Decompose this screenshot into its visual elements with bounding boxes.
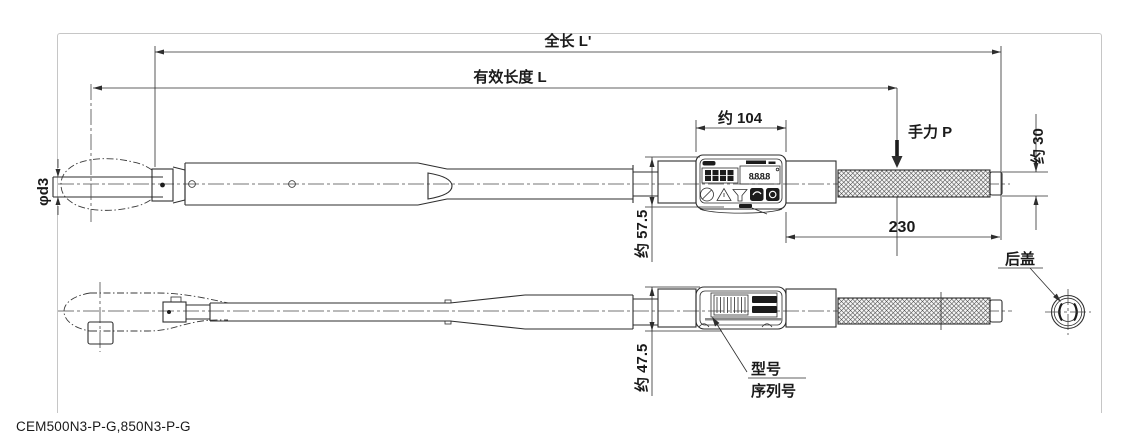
label-module [695,286,787,330]
housing-notches [698,323,773,328]
power-button-icon [766,188,780,201]
left-collar-bottom [657,288,697,328]
square-drive [87,321,114,345]
dim-hand-force-label: 手力 P [908,123,952,141]
housing-seam [751,207,768,215]
display-panel [699,158,783,204]
top-view: 8.8.8.8 [52,154,1010,215]
callout-model-label: 型号 [751,360,781,378]
lcd-left-window [701,167,739,184]
beam-hole-1 [188,180,196,188]
display-housing-lip [699,208,783,214]
dim-d3-arrow-top [55,169,61,177]
right-collar [785,160,837,204]
product-model-caption: CEM500N3-P-G,850N3-P-G [16,419,191,434]
beam-outline [184,162,634,206]
panel-text-mark-2 [768,161,776,164]
coupling-nut [172,166,186,204]
end-cap-bottom [989,299,1003,323]
beam-pin-bottom [444,320,452,325]
head-coupling-square [151,168,174,202]
label-strip [705,318,782,321]
left-collar [657,160,697,204]
label-window [710,292,778,318]
lcd-right-window [739,165,781,185]
dim-spigot-diameter-label: φd3 [35,178,52,206]
callout-rear-cover-label: 后盖 [1005,250,1035,268]
display-module: 8.8.8.8 [695,154,787,215]
callouts: 型号 序列号 后盖 [712,250,1061,400]
knurled-grip [837,169,991,198]
drawing-border-frame [57,33,1102,413]
beam-pin-top [444,299,452,304]
label-bar-1 [752,296,777,303]
panel-text-mark [746,160,766,164]
dim-d3-arrow-bottom [55,197,61,205]
beam-d-pocket [427,172,453,200]
rear-cover-view [1045,289,1091,335]
coupling-pin-dot [160,182,165,188]
clear-button-slash [702,189,712,200]
label-bar-2 [752,306,777,313]
module-housing-bottom [695,286,787,330]
dim-effective-length-label: 有效长度 L [473,68,546,86]
coupling-square-bottom [162,301,187,323]
dim-grip-length-label: 230 [889,219,916,236]
dim-module-height-top-label: 约 57.5 [633,210,651,258]
beam-hole-2 [288,180,296,188]
dim-overall-length-label: 全长 L' [544,32,592,50]
module-panel-bottom [699,290,783,326]
warning-button-icon [716,187,732,201]
display-housing [695,154,787,210]
dimensions: 全长 L' 有效长度 L 约 104 手力 P 约 30 [35,32,1048,396]
callout-serial-label: 序列号 [751,382,796,400]
end-cap [989,171,1003,196]
coupling-dot [167,310,171,314]
neck-step-bottom [633,298,658,326]
lcd-degree-mark [775,167,780,172]
dim-module-height-bottom-label: 约 47.5 [633,344,651,392]
spigot-rod [52,176,163,198]
mem-button-icon [750,188,764,201]
mode-mark [739,204,752,208]
rear-cover-crosshair [1045,289,1091,335]
coupling-tab [170,296,182,303]
filter-button-icon [732,189,748,202]
bottom-view [58,282,1091,352]
battery-cover [713,294,749,316]
neck-step [633,171,658,197]
brand-logo-mark [702,161,716,166]
dim-handle-diameter-label: 约 30 [1029,128,1047,164]
dim-module-width-label: 约 104 [718,109,763,127]
clear-button-icon [700,187,714,202]
beam-outline-bottom [186,294,634,330]
lcd-value: 8.8.8.8 [749,172,771,182]
battery-cover-ribs [716,297,746,313]
knurled-grip-bottom [837,297,991,325]
right-collar-bottom [785,288,837,328]
phantom-head-outline [60,158,153,211]
phantom-ratchet-outline [63,292,229,332]
